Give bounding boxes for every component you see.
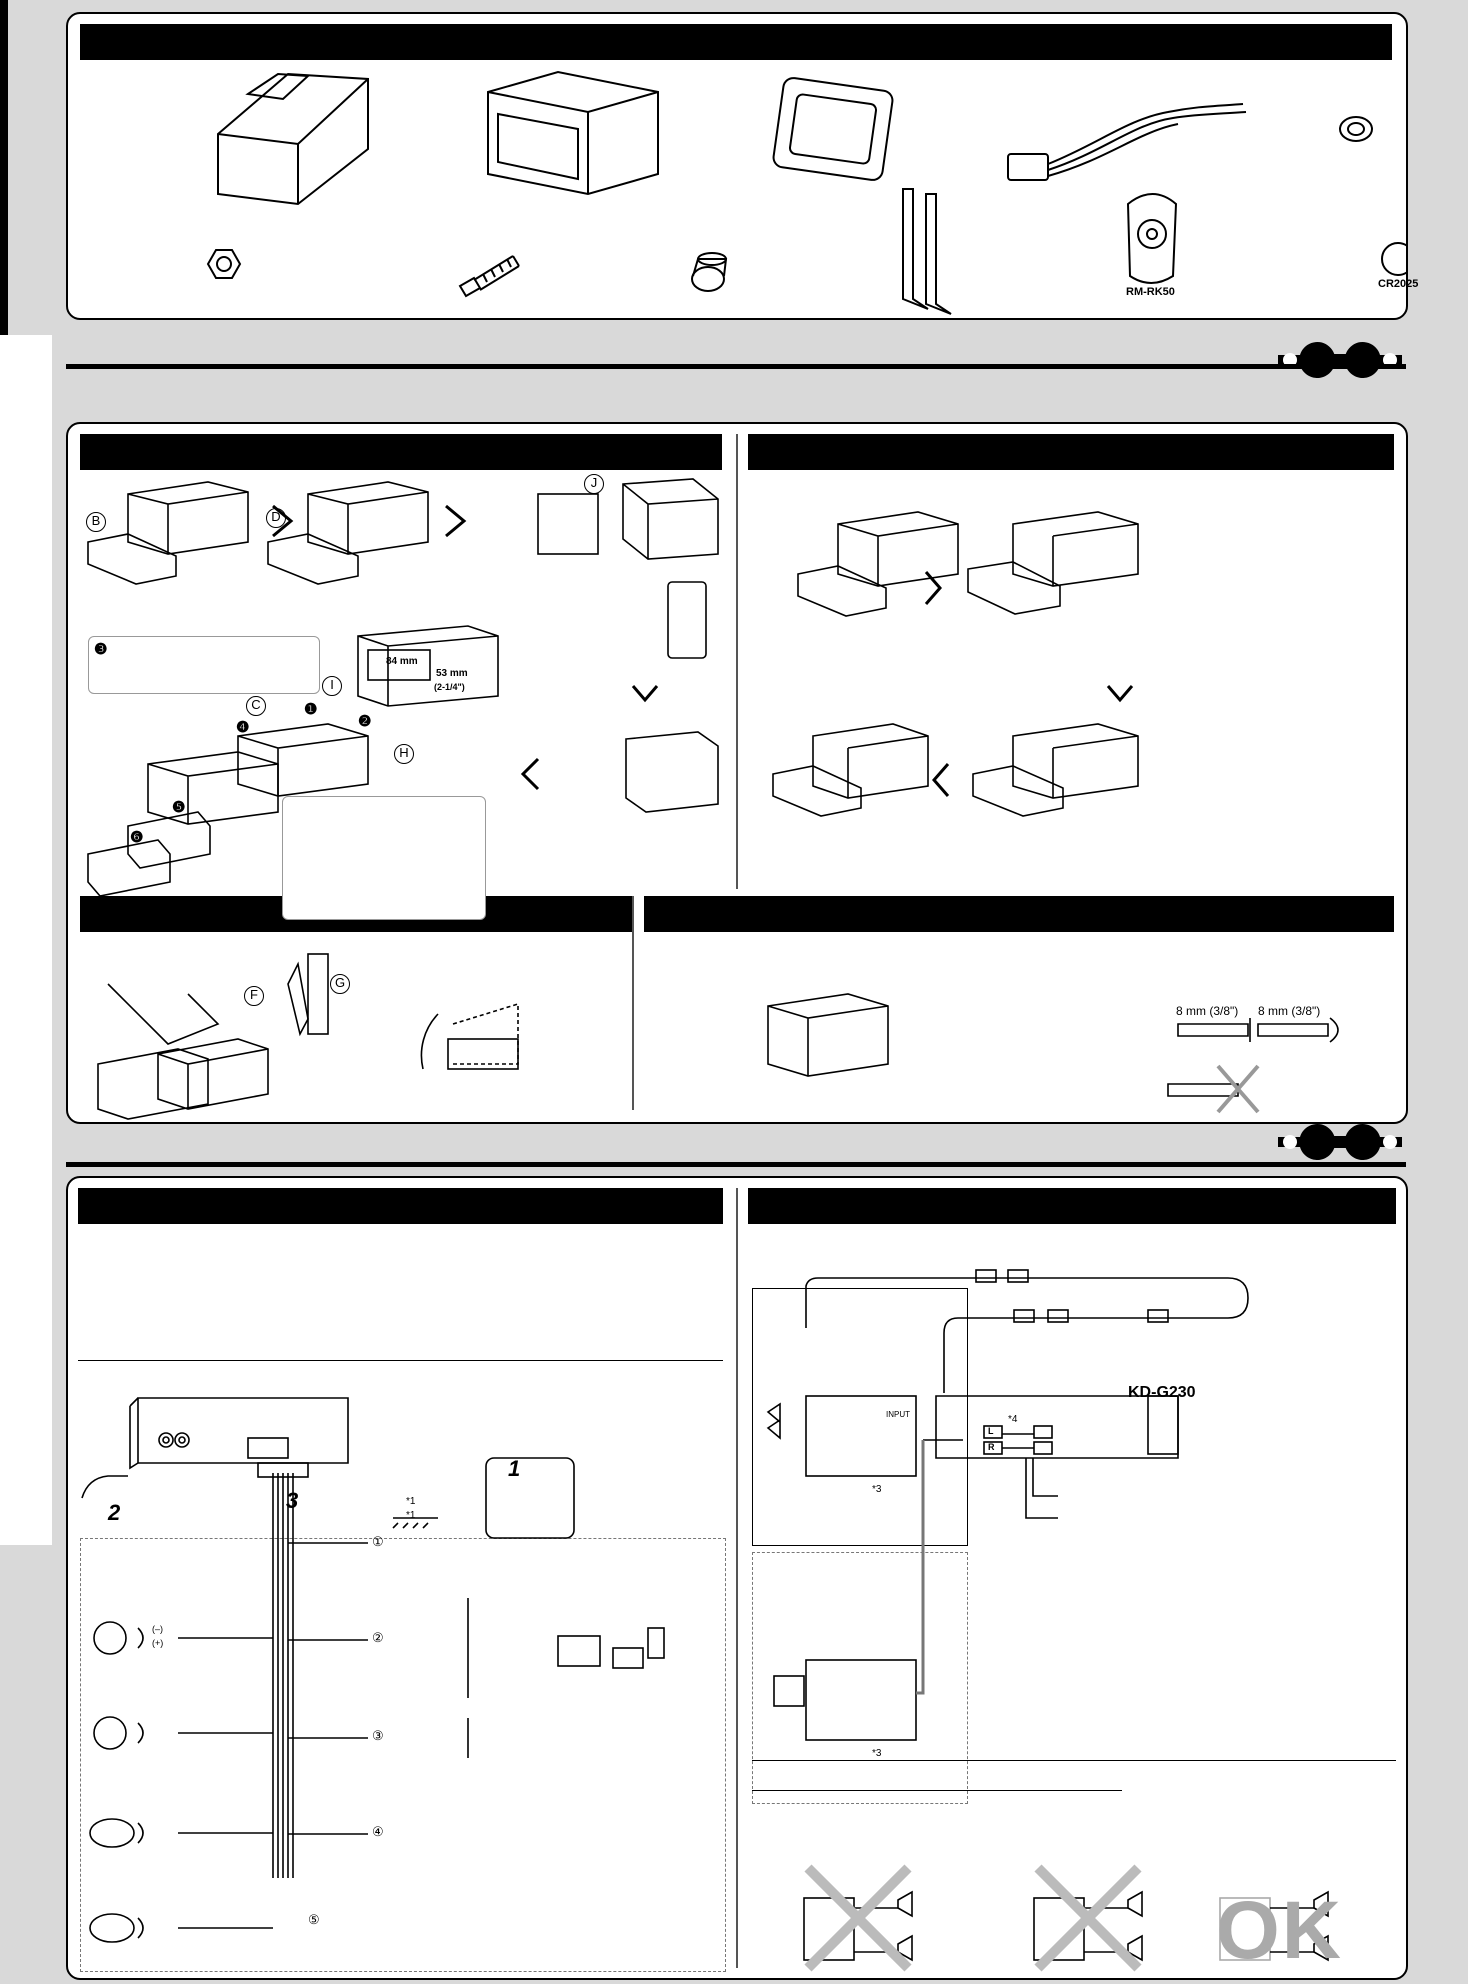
battery-model-label: CR2025 — [1378, 278, 1419, 290]
note-4: *4 — [1008, 1414, 1018, 1425]
lead-2: ② — [372, 1630, 384, 1645]
installation-illustrations — [87, 478, 1339, 1120]
screw-length-1: 8 mm (3/8") — [1176, 1004, 1239, 1018]
step2-marker: ❷ — [358, 713, 372, 730]
wrench-icon-bottom — [1278, 1124, 1402, 1160]
callout-2: 2 — [108, 1500, 121, 1525]
step3-marker: ❸ — [94, 641, 108, 658]
screw-length-2: 8 mm (3/8") — [1258, 1004, 1321, 1018]
wiring-divider — [736, 1188, 738, 1968]
part-i-label: I — [322, 676, 342, 696]
section-rule-1 — [66, 364, 1406, 369]
installation-panel: ❸ — [66, 422, 1408, 1124]
wiring-header-left — [78, 1188, 723, 1224]
part-h-label: H — [394, 744, 414, 764]
lead-4: ④ — [372, 1824, 384, 1839]
lead-1: ① — [372, 1534, 384, 1549]
part-b-label: B — [86, 512, 106, 532]
amp-input-label: INPUT — [886, 1410, 910, 1419]
dim-84mm: 84 mm — [386, 656, 418, 667]
part-g-label: G — [330, 974, 350, 994]
accessories-panel: RM-RK50 CR2025 — [66, 12, 1418, 320]
install-divider-bottom — [632, 896, 634, 1110]
ok-label: OK — [1216, 1885, 1343, 1976]
wiring-rule-right-2 — [752, 1790, 1122, 1791]
note-1b: *1 — [406, 1510, 416, 1521]
amp-box-bottom — [752, 1552, 968, 1804]
step5-marker: ❺ — [172, 799, 186, 816]
wiring-header-right — [748, 1188, 1396, 1224]
note-3b: *3 — [872, 1748, 882, 1759]
accessories-illustrations — [206, 70, 1406, 315]
note-1a: *1 — [406, 1496, 416, 1507]
amp-ch-l: L — [988, 1426, 994, 1436]
dim-53mm: 53 mm — [436, 668, 468, 679]
amp-ch-r: R — [988, 1442, 995, 1452]
wiring-diagram — [81, 1269, 1329, 1972]
lead-5: ⑤ — [308, 1912, 320, 1927]
part-j-label: J — [584, 474, 604, 494]
section-rule-2 — [66, 1162, 1406, 1167]
wiring-panel: KD-G230 1 2 3 ① ② ③ ④ ⑤ *1 *1 *3 *3 *4 (… — [66, 1176, 1408, 1980]
wrench-icon-top — [1278, 342, 1402, 378]
install-header-bottom-right — [644, 896, 1394, 932]
bend-tabs-note-box — [282, 796, 486, 920]
step1-marker: ❶ — [304, 701, 318, 718]
lead-3: ③ — [372, 1728, 384, 1743]
polarity-plus: (+) — [152, 1638, 164, 1648]
polarity-minus: (–) — [152, 1624, 163, 1634]
wiring-subrule — [78, 1360, 723, 1361]
step6-marker: ❻ — [130, 829, 144, 846]
part-c-label: C — [246, 696, 266, 716]
install-header-left — [80, 434, 722, 470]
part-f-label: F — [244, 986, 264, 1006]
left-white-band — [0, 335, 52, 1545]
amp-box-top — [752, 1288, 968, 1546]
remote-model-label: RM-RK50 — [1126, 286, 1175, 298]
model-label: KD-G230 — [1128, 1384, 1196, 1401]
callout-3: 3 — [286, 1488, 299, 1513]
install-header-right — [748, 434, 1394, 470]
dim-53mm-in: (2-1/4") — [434, 682, 465, 692]
note-3a: *3 — [872, 1484, 882, 1495]
accessories-header-bar — [80, 24, 1392, 60]
step4-marker: ❹ — [236, 719, 250, 736]
wiring-rule-right — [752, 1760, 1396, 1761]
wiring-harness-area — [80, 1538, 726, 1972]
callout-1: 1 — [508, 1456, 521, 1481]
step3-note-box — [88, 636, 320, 694]
left-edge-bar — [0, 0, 8, 335]
part-d-label: D — [266, 508, 286, 528]
install-divider — [736, 434, 738, 889]
